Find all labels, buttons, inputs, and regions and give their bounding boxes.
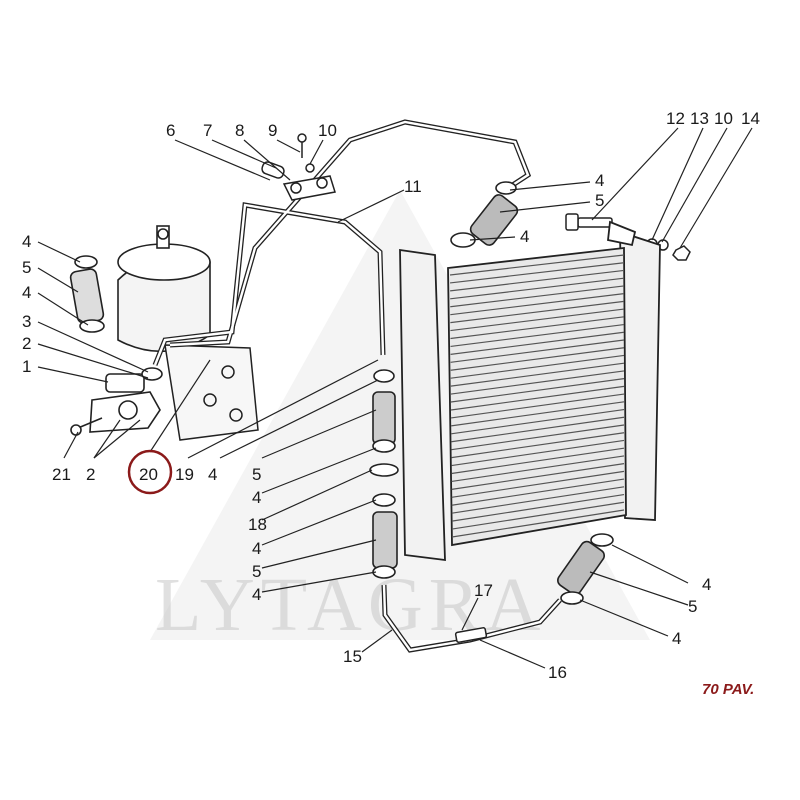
callout-7: 7 [203,121,212,140]
hose-upper-radiator [450,181,519,248]
hose-left [69,255,163,381]
callout-13: 13 [690,109,709,128]
callout-15: 15 [343,647,362,666]
callout-4-left-a: 4 [22,232,31,251]
callout-8: 8 [235,121,244,140]
callout-5-lower-right: 5 [688,597,697,616]
clip-parts [261,133,336,201]
callout-12: 12 [666,109,685,128]
oil-filter-canister [117,225,211,353]
hose-lower-right [556,533,614,605]
callout-3: 3 [22,312,31,331]
callout-16: 16 [548,663,567,682]
callout-20-highlight-circle [127,449,173,495]
callout-4-lower-right-a: 4 [702,575,711,594]
page-caption: 70 PAV. [702,681,755,698]
leader-lines [37,127,753,669]
callout-20: 20 [139,465,158,484]
hose-middle [369,369,399,477]
callout-11: 11 [404,177,422,196]
callout-4-left-b: 4 [22,283,31,302]
callout-9: 9 [268,121,277,140]
callout-10-top: 10 [318,121,337,140]
callout-2-left: 2 [22,334,31,353]
callout-4-lower-right-b: 4 [672,629,681,648]
hose-lower-left [372,493,398,579]
callout-19: 19 [175,465,194,484]
callout-17: 17 [474,581,493,600]
callout-5-upper-right: 5 [595,191,604,210]
callout-10-right: 10 [714,109,733,128]
callout-14: 14 [741,109,760,128]
radiator-fins [449,254,625,538]
callout-4-mid-b: 4 [252,488,261,507]
mounting-bracket [164,344,259,441]
callout-4-mid-d: 4 [252,585,261,604]
callout-6: 6 [166,121,175,140]
union-fitting [70,373,161,436]
callout-18: 18 [248,515,267,534]
callout-5-mid-a: 5 [252,465,261,484]
callout-4-mid-a: 4 [208,465,217,484]
callout-1: 1 [22,357,31,376]
callout-4-upper-right-b: 4 [520,227,529,246]
callout-4-upper-right-a: 4 [595,171,604,190]
callout-5-mid-b: 5 [252,562,261,581]
callout-4-mid-c: 4 [252,539,261,558]
callout-2-bottom: 2 [86,465,95,484]
callout-5-left: 5 [22,258,31,277]
callout-21: 21 [52,465,71,484]
pipe-clamp-16 [454,627,488,643]
